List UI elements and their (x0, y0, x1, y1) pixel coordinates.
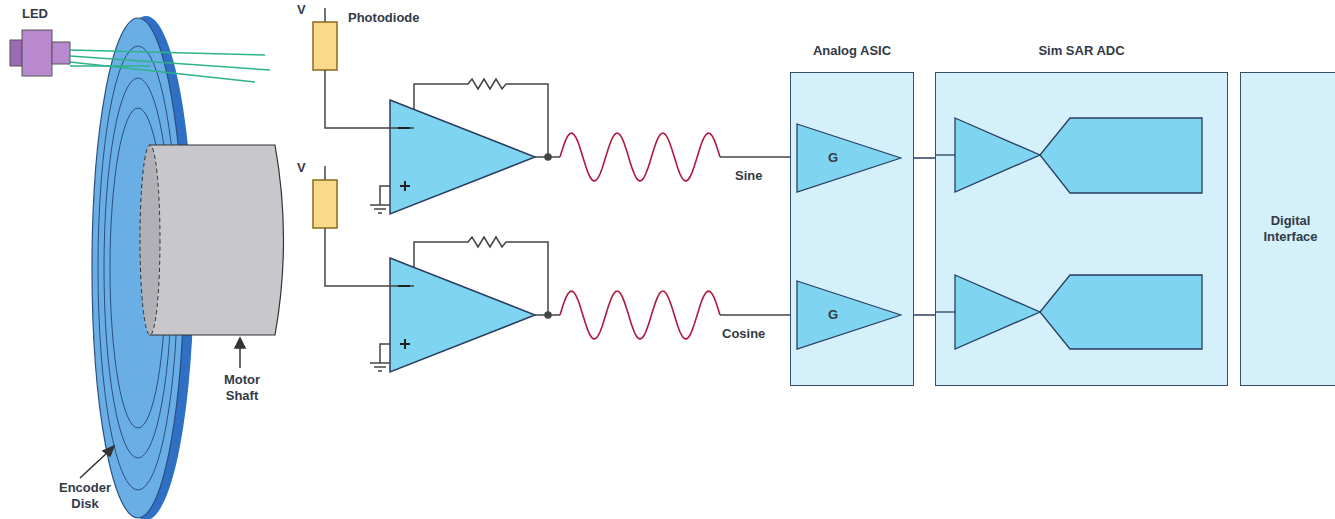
part-label: Encoder Disk (50, 480, 120, 512)
leader-arrow (80, 338, 245, 478)
part-label: Motor Shaft (212, 372, 272, 404)
shaft-end (140, 145, 160, 335)
ground-symbol (370, 363, 390, 371)
gain-amplifier: G (796, 123, 902, 193)
part-label: Photodiode (348, 10, 420, 26)
part-label: Cosine (722, 326, 765, 342)
photodiode-amp (313, 8, 795, 214)
gain-amplifier: G (796, 280, 902, 350)
motor-shaft (150, 145, 284, 335)
signal-wave (560, 291, 720, 339)
part-label: Sine (735, 168, 762, 184)
signal-wave (560, 133, 720, 181)
node-label: G (828, 150, 838, 166)
adc-box: Sim SAR ADC (935, 72, 1228, 386)
op-amp (390, 258, 535, 372)
interface-box: Digital Interface (1240, 72, 1335, 386)
led-symbol (52, 42, 70, 64)
box-heading: Analog ASIC (791, 43, 913, 59)
asic-box: Analog ASICGG (790, 72, 914, 386)
led-symbol (10, 40, 22, 66)
light-beam (70, 50, 270, 82)
triangle-outline (796, 123, 902, 193)
part-label: V (297, 160, 306, 176)
triangle-outline (796, 280, 902, 350)
photodiode-amp (313, 166, 795, 372)
node-label: Digital Interface (1241, 213, 1335, 245)
box-heading: Sim SAR ADC (936, 43, 1227, 59)
ground-symbol (370, 205, 390, 213)
part-label: V (297, 2, 306, 18)
schematic (313, 8, 795, 372)
part-label: LED (22, 6, 48, 22)
node-label: G (828, 307, 838, 323)
photodiode (313, 180, 337, 228)
op-amp (390, 100, 535, 214)
photodiode (313, 22, 337, 70)
led-symbol (22, 30, 52, 76)
